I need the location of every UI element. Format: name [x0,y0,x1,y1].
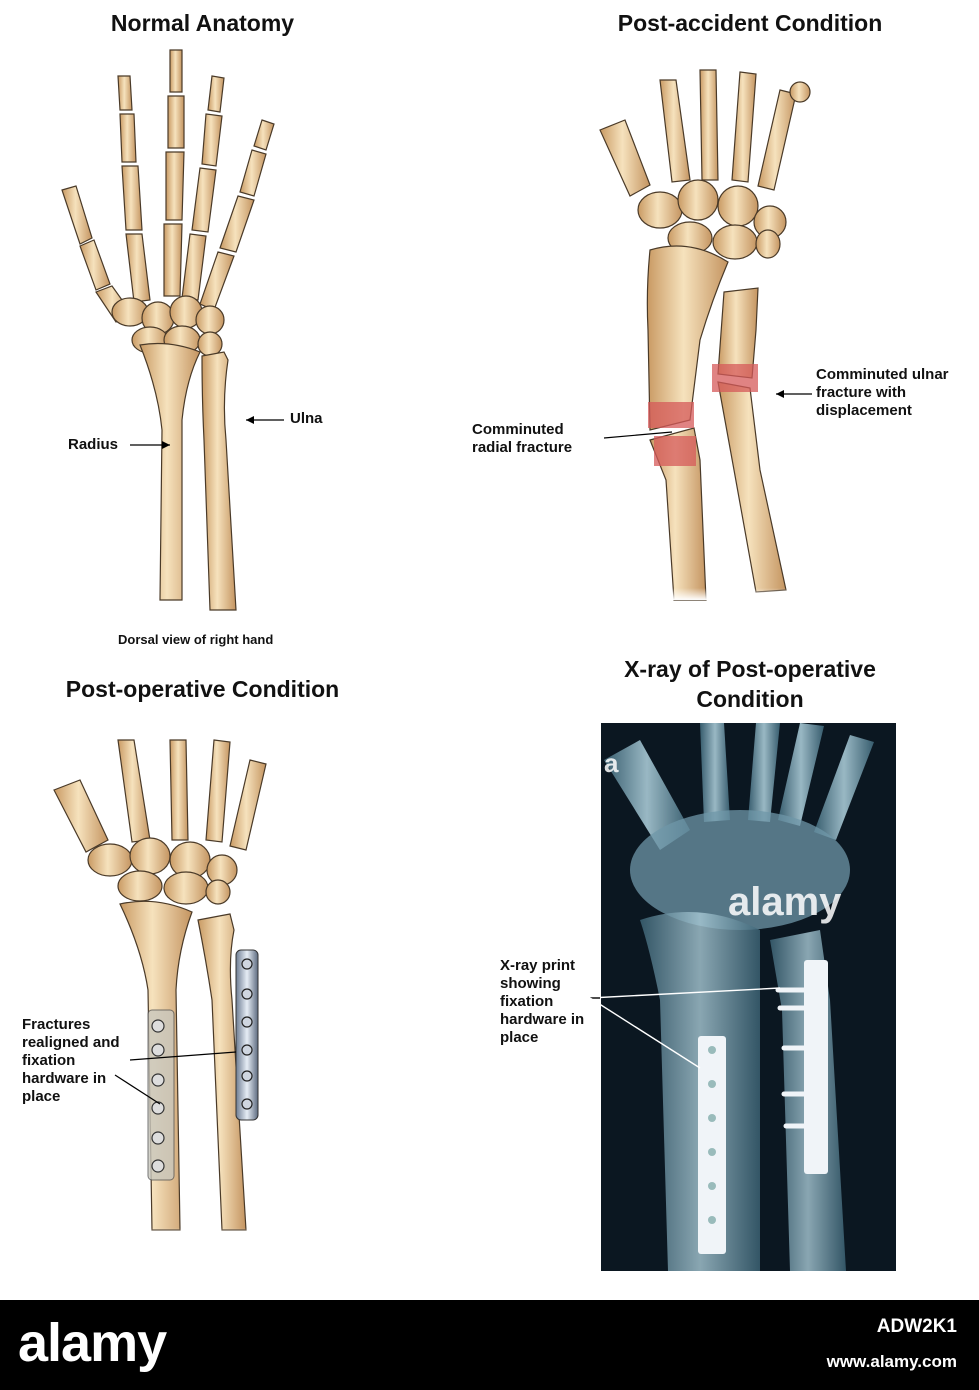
pa-radius-proximal [646,245,729,431]
ring-finger-bones [181,75,225,301]
index-finger-bones [117,75,151,303]
post-accident-skeleton [599,69,811,601]
normal-anatomy-title: Normal Anatomy [110,10,295,36]
ulnar-plate [235,949,259,1121]
xray-marker-a: a [604,748,619,778]
ulna-label: Ulna [290,410,323,427]
radial-plate [147,1009,175,1181]
image-ref: ADW2K1 [876,1316,957,1337]
xray-image [601,723,896,1271]
xray-label: X-ray print showing fixation hardware in… [500,957,585,1046]
thumb-bones [61,185,133,323]
pa-metacarpals [599,69,811,197]
normal-caption: Dorsal view of right hand [118,632,274,647]
normal-hand-skeleton [61,49,275,611]
post-accident-title: Post-accident Condition [617,10,883,36]
anatomy-illustrations [53,49,896,1271]
radius-label: Radius [68,436,119,453]
alamy-url[interactable]: www.alamy.com [826,1352,957,1371]
xray-watermark: alamy [728,880,842,924]
xray-title: X-ray of Post-operative Condition [624,656,876,712]
po-leader-1 [129,1051,237,1061]
po-leader-2 [114,1074,161,1105]
xray-leader-1 [589,987,781,999]
pa-carpals [637,179,787,260]
stock-footer: alamy ADW2K1 www.alamy.com [0,1300,979,1390]
po-metacarpals [53,739,267,853]
radial-fracture-label: Comminuted radial fracture [472,421,573,456]
post-op-label: Fractures realigned and fixation hardwar… [22,1016,120,1105]
xray-leader-2 [589,997,701,1069]
fracture-marks [648,364,758,466]
alamy-logo: alamy [18,1313,167,1373]
little-finger-bones [199,119,275,311]
carpal-bones [111,295,225,357]
radial-fracture-leader [603,431,673,439]
po-carpals [87,837,238,905]
post-operative-title: Post-operative Condition [65,676,340,702]
middle-finger-bones [163,49,185,297]
ulnar-fracture-label: Comminuted ulnar fracture with displacem… [816,366,949,419]
radius-bone [139,342,201,601]
pa-ulna-proximal [717,287,759,379]
